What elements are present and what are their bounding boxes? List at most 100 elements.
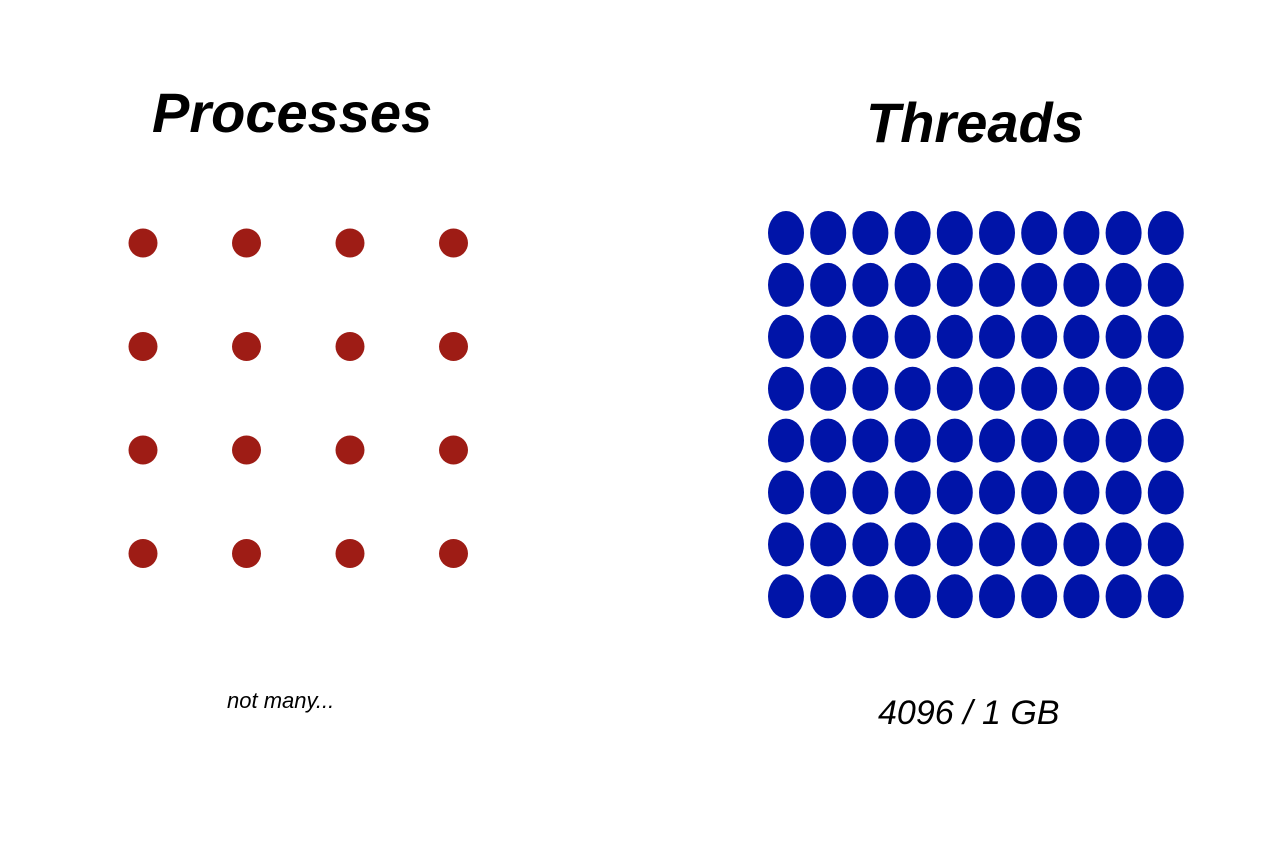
process-dot [128,539,158,568]
thread-dot [894,418,931,463]
thread-dot [768,366,804,411]
thread-dot [1105,211,1142,255]
thread-dot [768,262,804,307]
thread-dot [1021,418,1058,463]
thread-dot [810,211,847,255]
thread-dot [852,314,889,359]
thread-dot [979,522,1015,567]
thread-dot [852,574,889,619]
process-dot [128,435,158,465]
thread-dot [1021,366,1058,411]
thread-dot [1105,366,1142,411]
thread-dot [1021,470,1058,515]
thread-dot-grid [768,211,1184,619]
thread-dot [936,211,973,255]
thread-dot [1105,470,1142,515]
process-dot [335,228,365,258]
thread-dot [852,470,889,515]
thread-dot [979,574,1015,619]
thread-dot [852,262,889,307]
thread-dot [768,418,804,463]
thread-dot [894,522,931,567]
thread-dot [1105,418,1142,463]
process-dot [439,228,468,258]
thread-dot [810,522,847,567]
thread-dot [936,522,973,567]
thread-dot [1063,366,1100,411]
thread-dot [1021,574,1058,619]
thread-dot [979,314,1015,359]
thread-dot [810,574,847,619]
thread-dot [979,470,1015,515]
process-dot [335,435,365,465]
process-dot [232,539,261,568]
process-dot [439,435,468,465]
thread-dot [810,262,847,307]
thread-dot [936,418,973,463]
thread-dot [936,262,973,307]
thread-dot [1147,211,1184,255]
process-dot-grid [128,228,468,568]
thread-dot [1105,522,1142,567]
thread-dot [810,314,847,359]
thread-dot [1063,470,1100,515]
thread-dot [810,366,847,411]
thread-dot [894,470,931,515]
thread-dot [1147,522,1184,567]
thread-dot [1105,574,1142,619]
process-dot [128,228,158,258]
processes-title: Processes [152,81,433,144]
thread-dot [936,314,973,359]
thread-dot [979,211,1015,255]
thread-dot [852,211,889,255]
thread-dot [1105,314,1142,359]
thread-dot [894,211,931,255]
thread-dot [768,314,804,359]
thread-dot [1063,211,1100,255]
thread-dot [1021,211,1058,255]
thread-dot [1147,574,1184,619]
thread-dot [810,470,847,515]
thread-dot [768,470,804,515]
process-dot [128,332,158,361]
thread-dot [1105,262,1142,307]
thread-dot [894,366,931,411]
thread-dot [1021,314,1058,359]
thread-dot [1063,574,1100,619]
process-dot [232,332,261,361]
process-dot [439,539,468,568]
thread-dot [1021,262,1058,307]
thread-dot [852,366,889,411]
thread-dot [979,366,1015,411]
thread-dot [936,366,973,411]
thread-dot [936,574,973,619]
thread-dot [979,262,1015,307]
thread-dot [1063,314,1100,359]
thread-dot [1147,470,1184,515]
processes-caption: not many... [227,688,335,713]
thread-dot [1147,262,1184,307]
process-dot [335,539,365,568]
threads-caption: 4096 / 1 GB [878,694,1060,732]
process-dot [439,332,468,361]
thread-dot [1021,522,1058,567]
process-dot [232,435,261,465]
thread-dot [1063,418,1100,463]
thread-dot [936,470,973,515]
thread-dot [979,418,1015,463]
thread-dot [768,574,804,619]
thread-dot [894,314,931,359]
thread-dot [1147,366,1184,411]
thread-dot [852,418,889,463]
thread-dot [1147,314,1184,359]
thread-dot [810,418,847,463]
thread-dot [768,522,804,567]
thread-dot [1063,522,1100,567]
thread-dot [852,522,889,567]
process-dot [232,228,261,258]
thread-dot [768,211,804,255]
process-dot [335,332,365,361]
thread-dot [894,262,931,307]
thread-dot [894,574,931,619]
